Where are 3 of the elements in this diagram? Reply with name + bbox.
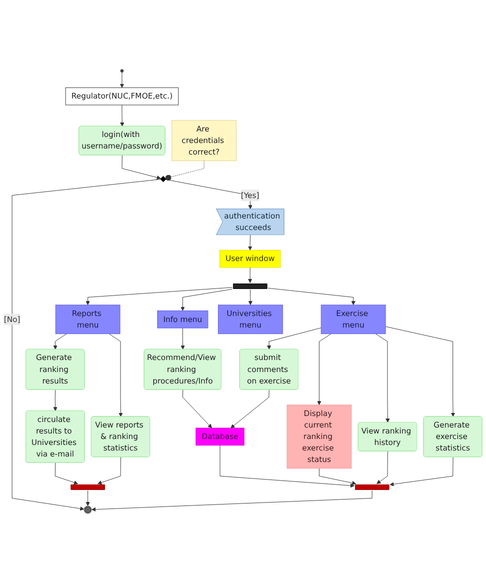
node-circle [84,506,92,514]
node-circle [120,69,124,73]
node-diamond [160,176,166,182]
